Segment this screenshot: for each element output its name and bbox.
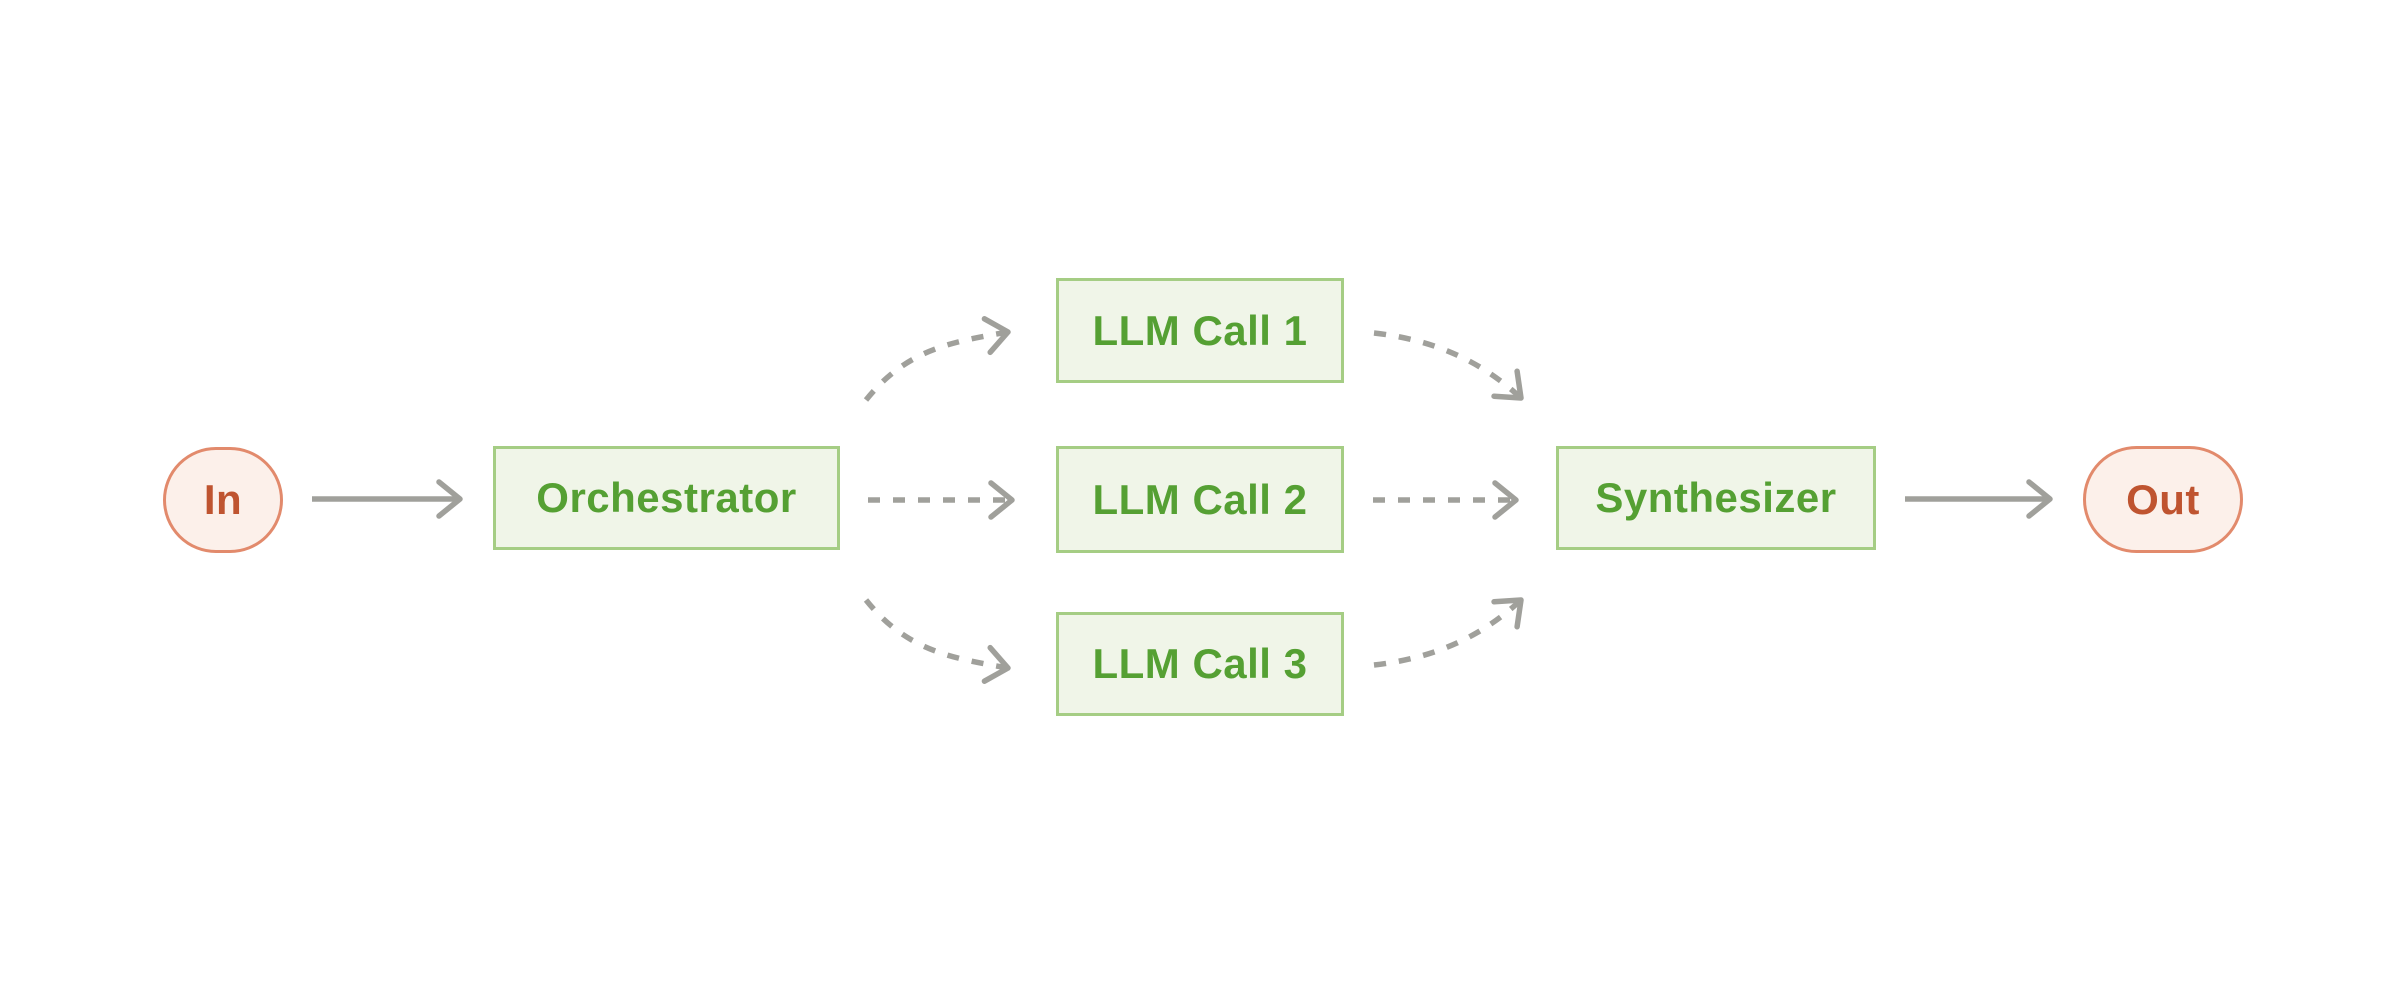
edge-llm-call-3-to-synthesizer xyxy=(1373,597,1524,668)
node-out: Out xyxy=(2083,446,2243,553)
edge-llm-call-1-to-synthesizer xyxy=(1373,330,1524,401)
edge-orchestrator-to-llm-call-3 xyxy=(863,598,1011,684)
node-orchestrator: Orchestrator xyxy=(493,446,840,550)
node-in: In xyxy=(163,447,283,553)
node-llm-call-2: LLM Call 2 xyxy=(1056,446,1344,553)
node-llm-call-3: LLM Call 3 xyxy=(1056,612,1344,716)
node-llm-call-2-label: LLM Call 2 xyxy=(1092,475,1308,523)
node-orchestrator-label: Orchestrator xyxy=(536,474,797,521)
node-llm-call-3-label: LLM Call 3 xyxy=(1092,640,1308,687)
node-in-label: In xyxy=(203,476,243,523)
node-synthesizer: Synthesizer xyxy=(1556,446,1876,550)
node-llm-call-1-label: LLM Call 1 xyxy=(1092,306,1308,354)
node-synthesizer-label: Synthesizer xyxy=(1595,474,1837,521)
node-out-label: Out xyxy=(2126,475,2200,523)
node-llm-call-1: LLM Call 1 xyxy=(1056,278,1344,383)
edge-orchestrator-to-llm-call-1 xyxy=(863,316,1011,402)
